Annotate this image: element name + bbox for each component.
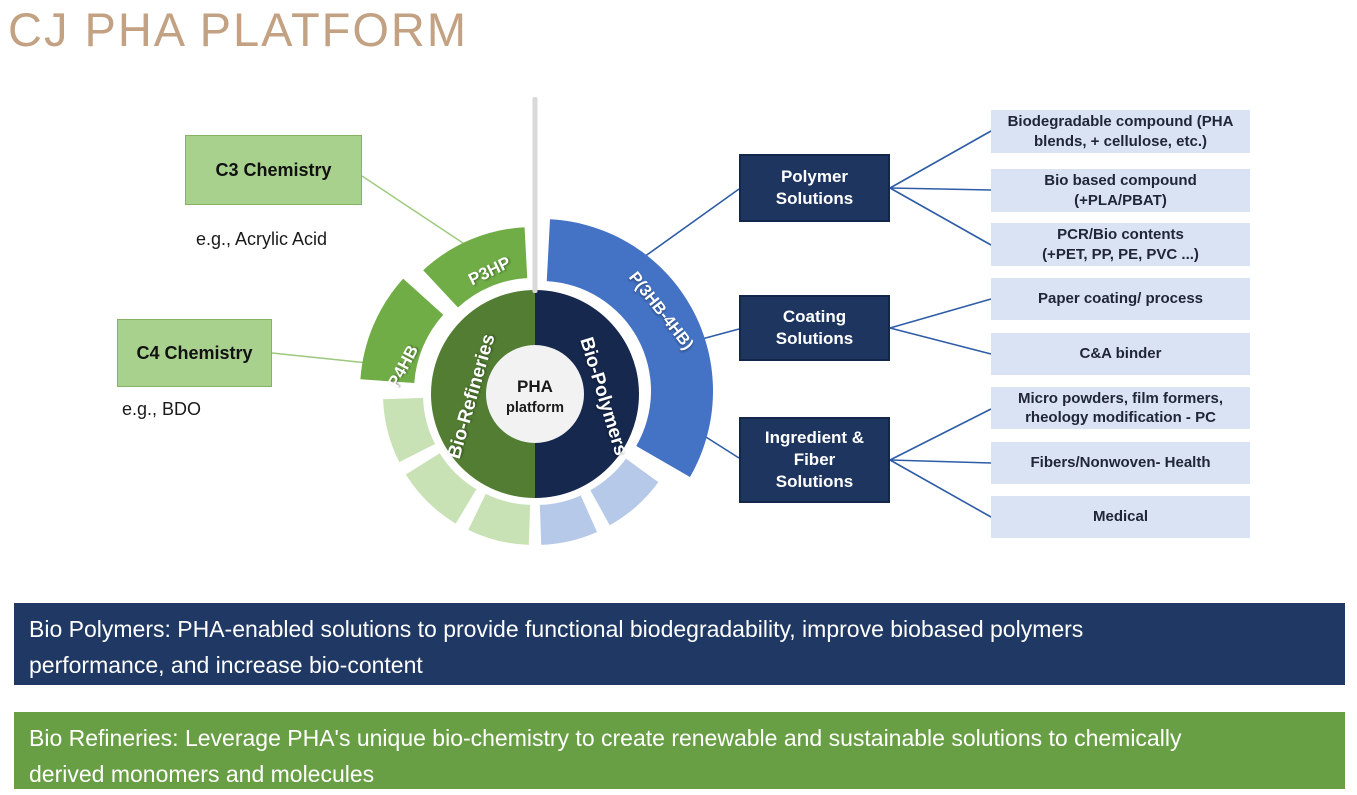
output-box-fibers-nonwoven: Fibers/Nonwoven- Health — [991, 442, 1250, 484]
segment-faded-green-1 — [468, 493, 531, 545]
example-acrylic-acid: e.g., Acrylic Acid — [196, 229, 328, 249]
center-label-pha: PHA — [517, 377, 553, 396]
input-box-c4-chemistry: C4 Chemistry — [117, 319, 272, 387]
segment-p3hb4hb — [546, 219, 713, 477]
connector-line — [889, 459, 992, 464]
solution-box-ingredient-fiber: Ingredient & Fiber Solutions — [739, 417, 890, 503]
banner-bio-refineries: Bio Refineries: Leverage PHA's unique bi… — [14, 712, 1345, 789]
connector-line — [889, 408, 992, 461]
connector-line — [889, 459, 992, 518]
segment-p3hp — [423, 227, 528, 308]
wheel-outer-segments — [360, 219, 713, 545]
segment-faded-blue-2 — [539, 495, 598, 545]
banner-bio-polymers: Bio Polymers: PHA-enabled solutions to p… — [14, 603, 1345, 685]
wheel-inner-ring — [431, 290, 639, 498]
output-box-medical: Medical — [991, 496, 1250, 538]
connector-line — [636, 188, 740, 263]
connector-line — [889, 187, 992, 246]
inner-half-bio-polymers — [535, 290, 639, 498]
top-divider-line — [532, 97, 538, 293]
connector-line — [889, 130, 992, 189]
connector-line — [361, 175, 479, 254]
input-box-c3-chemistry: C3 Chemistry — [185, 135, 362, 205]
output-box-pcr-bio-contents: PCR/Bio contents (+PET, PP, PE, PVC ...) — [991, 223, 1250, 266]
connector-line — [889, 327, 992, 355]
output-box-micro-powders: Micro powders, film formers, rheology mo… — [991, 387, 1250, 429]
connector-lines — [271, 130, 992, 518]
segment-faded-green-3 — [383, 397, 435, 463]
center-circle — [486, 345, 584, 443]
center-label-platform: platform — [506, 400, 564, 416]
output-box-ca-binder: C&A binder — [991, 333, 1250, 375]
output-box-bio-based-compound: Bio based compound (+PLA/PBAT) — [991, 169, 1250, 212]
output-box-biodegradable-compound: Biodegradable compound (PHA blends, + ce… — [991, 110, 1250, 153]
page-title: CJ PHA PLATFORM — [8, 3, 469, 56]
output-box-paper-coating: Paper coating/ process — [991, 278, 1250, 320]
connector-line — [889, 187, 992, 191]
example-bdo: e.g., BDO — [122, 399, 202, 419]
solution-box-coating: Coating Solutions — [739, 295, 890, 361]
segment-p4hb — [360, 278, 444, 384]
segment-faded-blue-1 — [590, 458, 659, 526]
solution-box-polymer: Polymer Solutions — [739, 154, 890, 222]
connector-line — [889, 298, 992, 329]
segment-faded-green-2 — [405, 453, 477, 524]
inner-half-bio-refineries — [431, 290, 535, 498]
connector-line — [271, 352, 369, 364]
